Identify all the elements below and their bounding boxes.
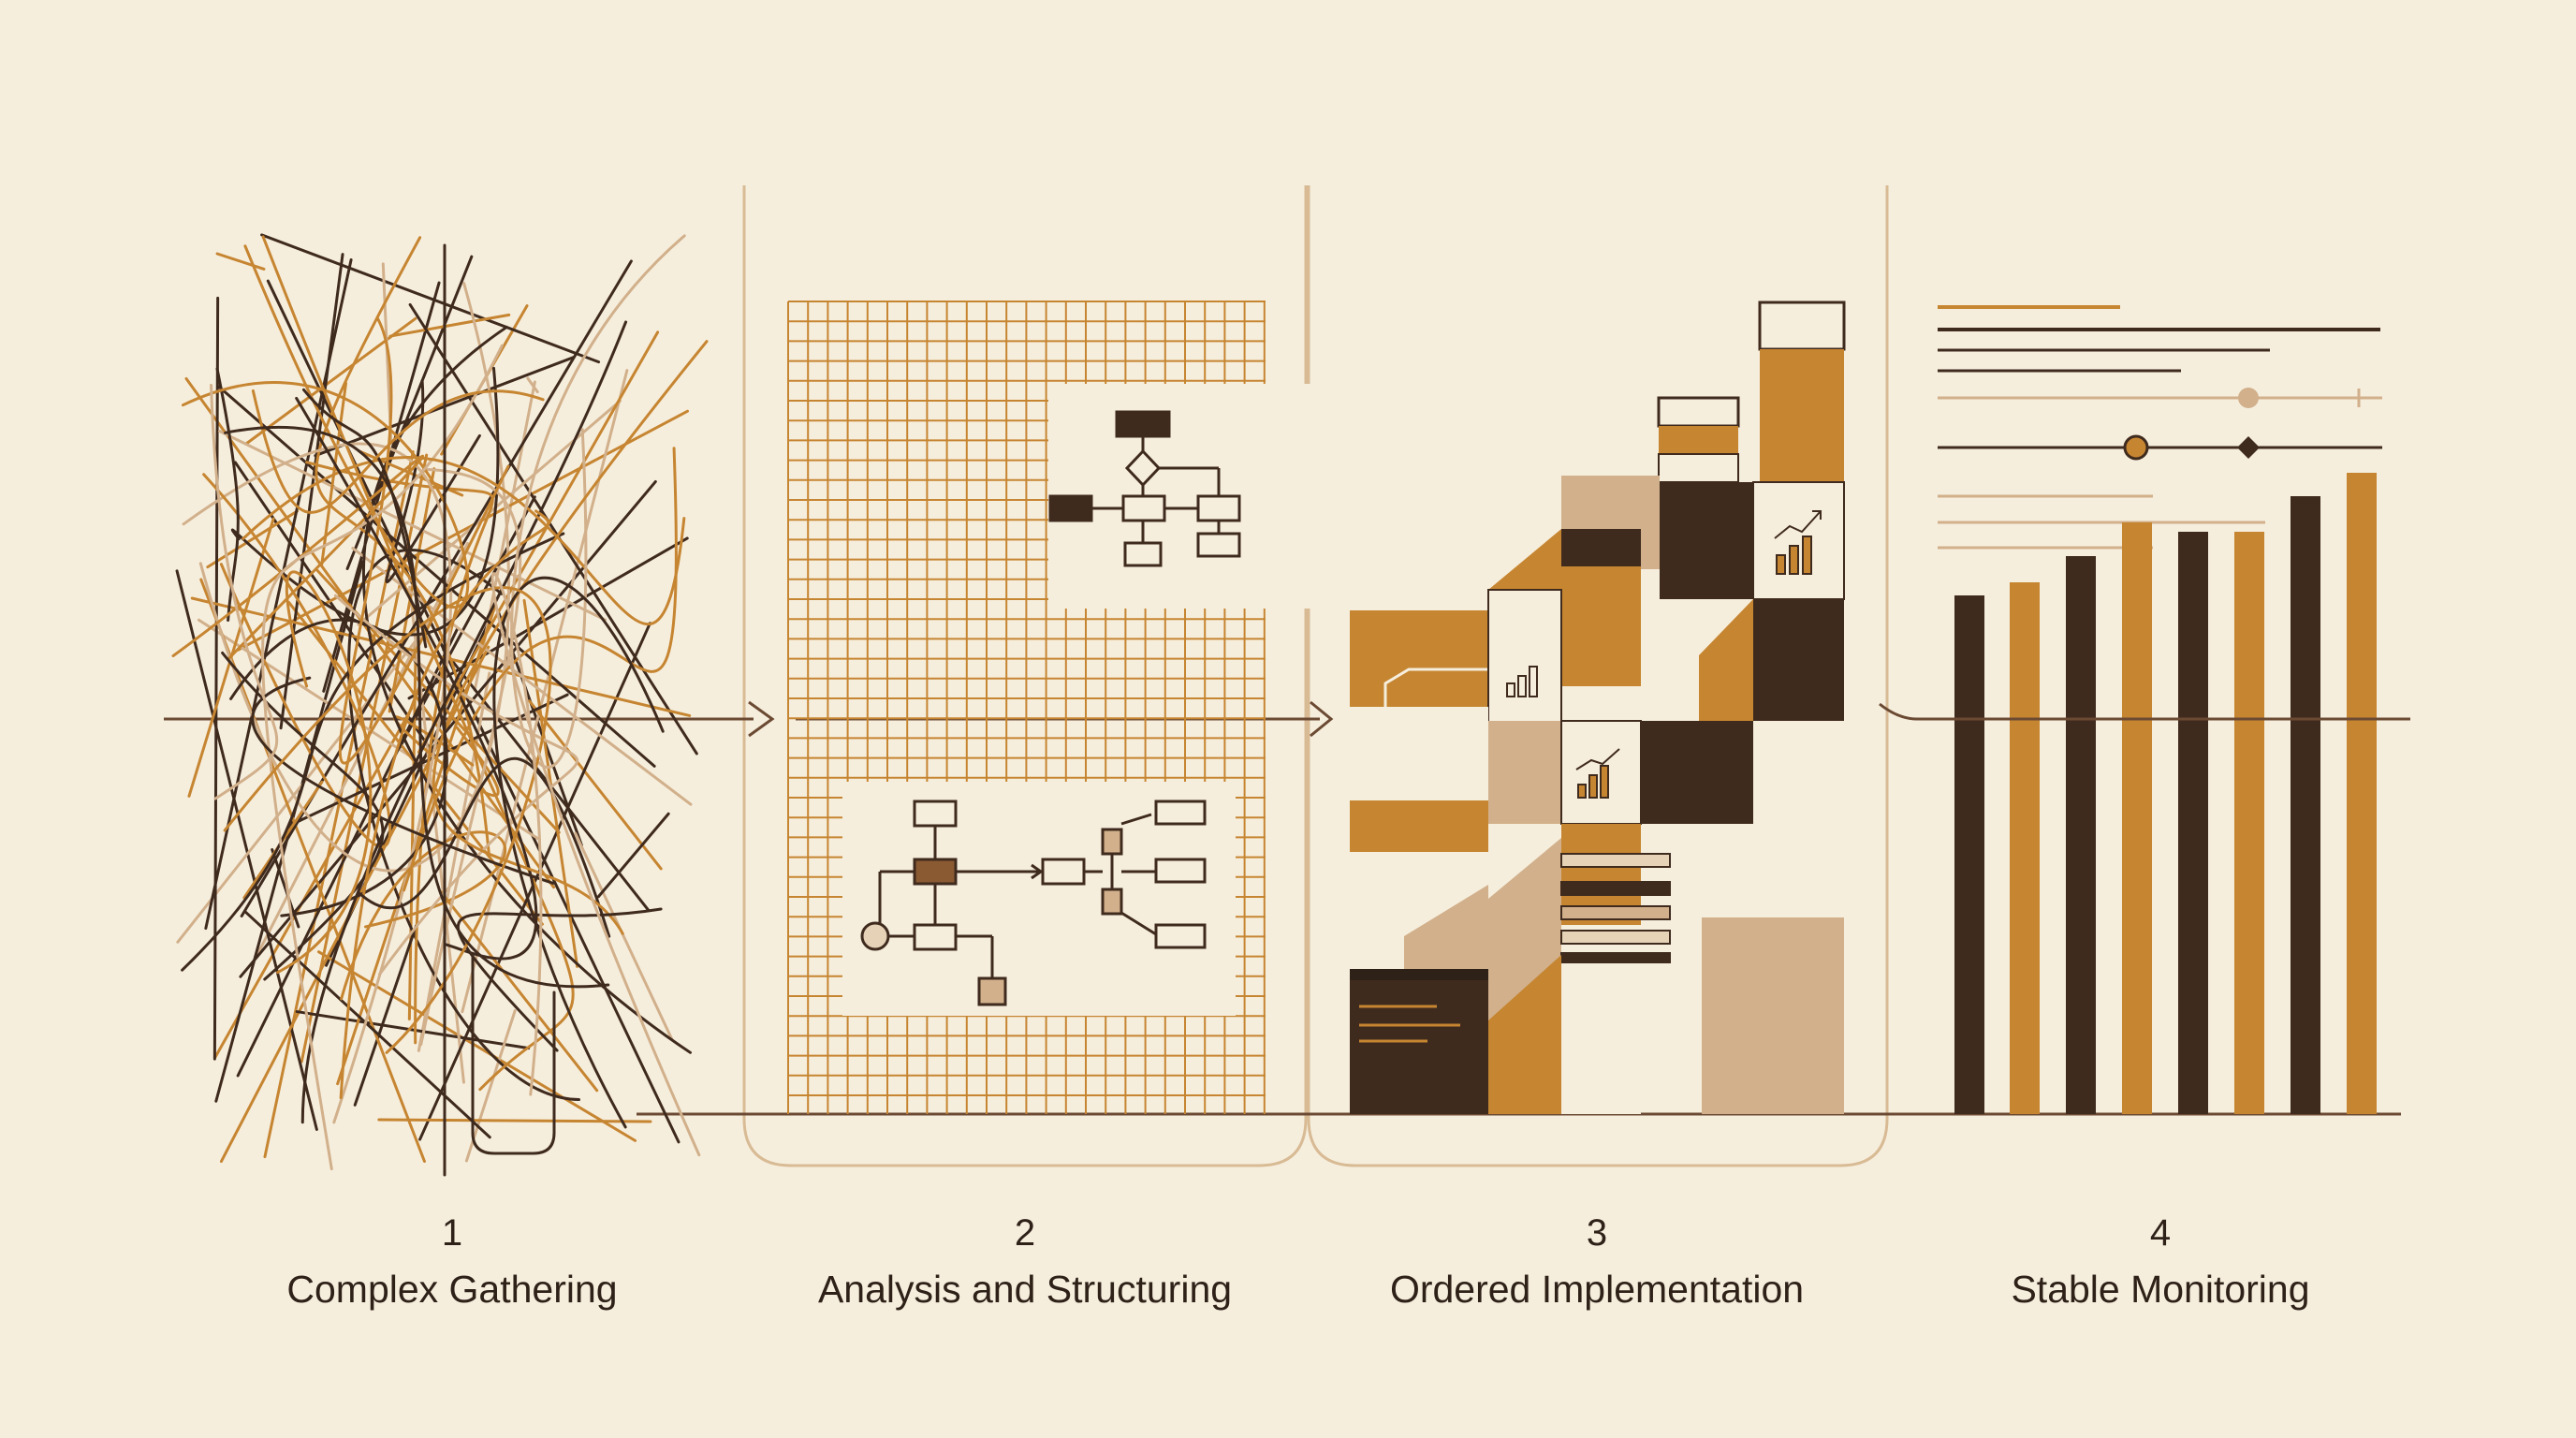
tangle-line <box>388 467 436 713</box>
chart-bar <box>2291 496 2320 1114</box>
stage-number-3: 3 <box>1586 1212 1608 1254</box>
bar-chart-icon <box>1938 473 2406 1114</box>
tangle-curve <box>261 344 504 1171</box>
stage-number-2: 2 <box>1014 1212 1036 1254</box>
tangle-curve <box>221 651 385 981</box>
tangle-curve <box>490 572 701 1157</box>
tangle-line <box>215 252 266 271</box>
stage-number-1: 1 <box>441 1212 463 1254</box>
chart-bar <box>2010 582 2040 1114</box>
tangle-curve <box>181 532 565 972</box>
tangle-line <box>322 281 441 693</box>
tangle-curve <box>224 425 610 989</box>
tangle-line <box>243 910 491 1139</box>
tangle-line <box>377 1118 652 1123</box>
stage-caption-2: 2 Analysis and Structuring <box>697 1211 1353 1313</box>
bar-chart-icon <box>1774 510 1822 575</box>
tangle-curve <box>338 316 510 765</box>
tangle-curve <box>457 907 663 1052</box>
tangle-curve <box>305 461 494 1045</box>
tangle-curve <box>301 388 428 649</box>
bar-chart-mid-icon <box>1575 748 1620 799</box>
tangle-curve <box>181 244 470 609</box>
tangle-curve <box>229 618 448 917</box>
stage-label-3: Ordered Implementation <box>1389 1268 1805 1311</box>
chart-bar <box>2347 473 2377 1114</box>
stage-caption-1: 1 Complex Gathering <box>124 1211 780 1313</box>
divider-1 <box>742 185 1308 1167</box>
monitoring-lines-icon <box>1938 305 2382 550</box>
tangle-line <box>442 648 650 912</box>
tangle-line <box>260 233 601 364</box>
tangle-line <box>316 950 637 1142</box>
stage-caption-3: 3 Ordered Implementation <box>1269 1211 1925 1313</box>
chart-bar <box>2178 532 2208 1114</box>
tangle-curve <box>202 473 392 848</box>
tangle-line <box>295 1010 531 1050</box>
tangle-curve <box>347 548 580 1102</box>
tangle-curve <box>358 756 611 938</box>
diamond-marker-icon <box>2237 436 2260 459</box>
tangle-line <box>388 313 511 338</box>
tangle-curve <box>339 509 550 1100</box>
chart-bar <box>2234 532 2264 1114</box>
tangle-curve <box>419 467 522 1047</box>
tangle-line <box>199 578 426 1163</box>
tangle-line <box>279 253 344 730</box>
slider-knob-2-icon <box>2123 434 2149 461</box>
stage-number-4: 4 <box>2149 1212 2172 1254</box>
tangle-line <box>204 258 353 931</box>
tangle-curve <box>223 586 552 1054</box>
tangle-curve <box>300 320 628 1124</box>
tangle-line <box>408 302 698 756</box>
tangle-curve <box>340 830 507 1001</box>
tangle-line <box>213 706 414 1059</box>
tangle-curve <box>315 236 490 855</box>
tangle-line <box>217 385 656 768</box>
tangle-line <box>236 409 690 652</box>
chart-bar <box>2066 556 2096 1114</box>
stage-label-4: Stable Monitoring <box>2011 1268 2310 1311</box>
tangle-line <box>596 812 670 899</box>
tangle-curve <box>251 676 555 885</box>
tangle-line <box>175 569 318 1131</box>
tangle-line <box>528 699 663 871</box>
tangle-curve <box>385 379 481 583</box>
tangle-line <box>212 296 220 1061</box>
tangle-curve <box>251 389 545 514</box>
tangle-line <box>526 376 539 394</box>
stage-caption-4: 4 Stable Monitoring <box>1833 1211 2488 1313</box>
tangle-curve <box>215 367 240 623</box>
bar-chart-small-icon <box>1506 666 1538 697</box>
divider-2 <box>1307 185 1889 1167</box>
tangle-line <box>439 890 599 1093</box>
tangle-line <box>353 924 418 1107</box>
stage-label-2: Analysis and Structuring <box>817 1268 1233 1311</box>
chart-bar <box>1954 595 1984 1114</box>
tangle-curve <box>276 570 373 975</box>
tangle-curve <box>361 325 692 1054</box>
stage-label-1: Complex Gathering <box>286 1268 618 1311</box>
stage-frames <box>742 185 1889 1167</box>
tangle-line <box>574 831 674 1041</box>
tangle-curve <box>242 456 686 626</box>
tangle-line <box>336 602 498 1086</box>
tangle-line <box>206 509 299 569</box>
tangle-stem <box>443 243 556 1177</box>
chart-bar <box>2122 522 2152 1114</box>
flowchart-bottom-icon <box>842 782 1236 1016</box>
arrow-2-icon <box>1310 700 1334 738</box>
tangle-curve <box>492 576 665 1129</box>
tangled-lines-icon <box>171 233 709 1177</box>
tangle-curve <box>510 234 686 769</box>
slider-knob-icon <box>2238 388 2259 408</box>
tangle-curve <box>210 383 279 800</box>
list-lines-icon <box>1560 853 1671 963</box>
arrow-1-icon <box>748 700 775 738</box>
building-blocks-icon <box>1350 301 1846 1114</box>
tangle-line <box>464 1009 517 1163</box>
